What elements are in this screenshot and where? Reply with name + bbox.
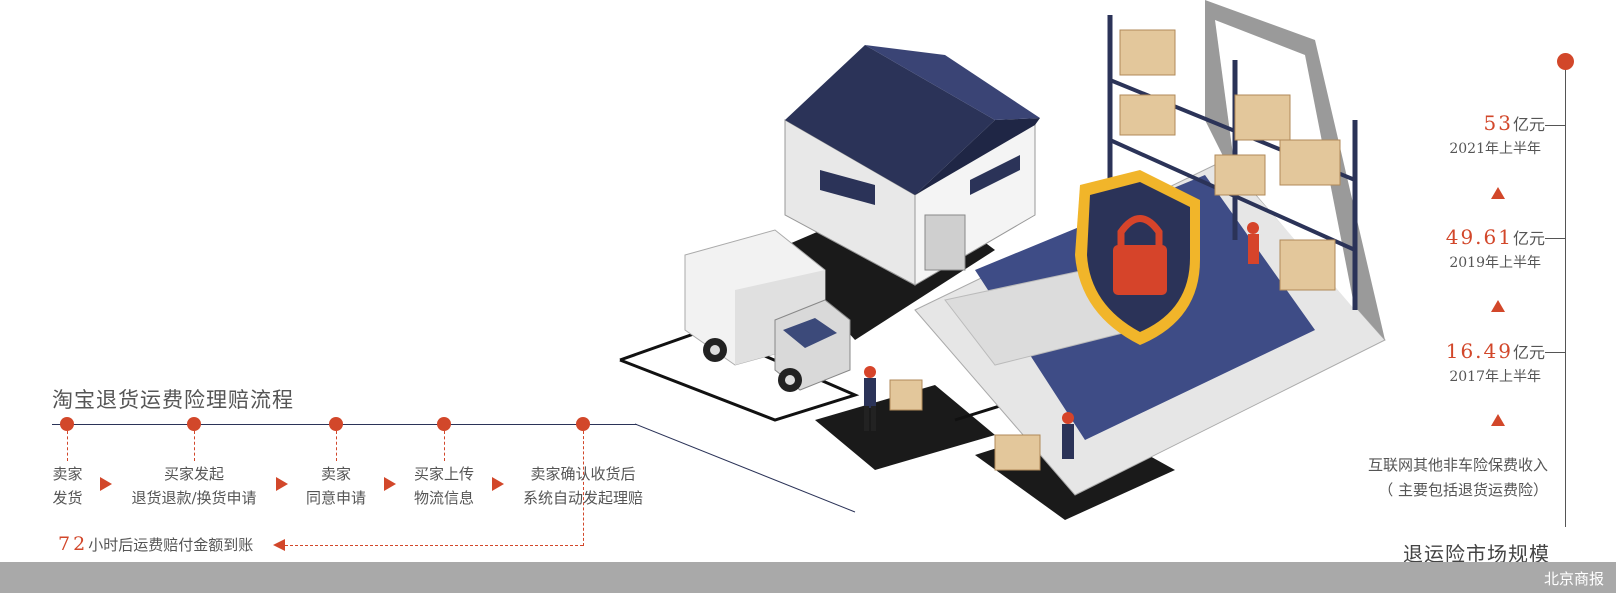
step-4-line2: 物流信息: [413, 489, 474, 507]
step-1-line2: 发货: [52, 489, 83, 507]
market-tick-1: [1545, 125, 1565, 126]
step-4-line1: 买家上传: [413, 465, 474, 483]
market-unit-3: 亿元: [1512, 343, 1545, 362]
market-unit-1: 亿元: [1512, 115, 1545, 134]
shield-lock-icon: [1075, 170, 1200, 345]
logistics-illustration: [619, 0, 1386, 520]
payout-arrow: [273, 539, 285, 551]
market-value-2: 49.61: [1445, 225, 1513, 249]
worker-icon: [864, 222, 1259, 471]
step-dot-3: [329, 417, 343, 431]
timeline-connector: [634, 423, 856, 513]
payout-value: 72: [58, 533, 89, 555]
step-stem-5: [583, 431, 584, 546]
market-period-1: 2021年上半年: [1449, 141, 1541, 157]
market-axis: [1565, 60, 1566, 527]
growth-arrow-1: [1491, 187, 1505, 199]
step-4: 买家上传 物流信息: [408, 462, 480, 510]
step-dot-5: [576, 417, 590, 431]
step-arrow-1: [100, 477, 112, 491]
market-tick-2: [1545, 238, 1565, 239]
step-dot-1: [60, 417, 74, 431]
market-note-line2: （ 主要包括退货运费险）: [1378, 481, 1548, 499]
footer-brand: 北京商报: [1543, 570, 1604, 588]
warehouse-icon: [784, 45, 1040, 286]
step-1-line1: 卖家: [52, 465, 83, 483]
process-title: 淘宝退货运费险理赔流程: [52, 388, 294, 412]
step-stem-4: [444, 431, 445, 461]
step-3-line1: 卖家: [320, 465, 351, 483]
step-3-line2: 同意申请: [305, 489, 366, 507]
step-5: 卖家确认收货后 系统自动发起理赔: [518, 462, 648, 510]
payout-text: 小时后运费赔付金额到账: [88, 536, 254, 554]
market-tick-3: [1545, 352, 1565, 353]
step-2-line2: 退货退款/换货申请: [131, 489, 257, 507]
payout-return-line: [285, 545, 583, 546]
market-period-2: 2019年上半年: [1449, 255, 1541, 271]
step-arrow-4: [492, 477, 504, 491]
market-top-dot: [1557, 53, 1574, 70]
step-2-line1: 买家发起: [163, 465, 224, 483]
market-value-3: 16.49: [1445, 339, 1513, 363]
step-stem-1: [67, 431, 68, 461]
shelf-icon: [1107, 15, 1358, 310]
truck-icon: [684, 229, 851, 392]
market-unit-2: 亿元: [1512, 229, 1545, 248]
market-period-3: 2017年上半年: [1449, 369, 1541, 385]
market-note: 互联网其他非车险保费收入 （ 主要包括退货运费险）: [1330, 453, 1548, 503]
step-stem-3: [336, 431, 337, 461]
step-stem-2: [194, 431, 195, 461]
market-point-2: 49.61亿元 2019年上半年: [1400, 225, 1545, 272]
step-3: 卖家 同意申请: [300, 462, 372, 510]
market-point-3: 16.49亿元 2017年上半年: [1400, 339, 1545, 386]
growth-arrow-2: [1491, 300, 1505, 312]
step-2: 买家发起 退货退款/换货申请: [124, 462, 264, 510]
market-point-1: 53亿元 2021年上半年: [1400, 111, 1545, 158]
timeline-line: [52, 424, 637, 425]
growth-arrow-3: [1491, 414, 1505, 426]
footer-bar: [0, 562, 1616, 593]
step-dot-2: [187, 417, 201, 431]
step-5-line1: 卖家确认收货后: [530, 465, 636, 483]
market-note-line1: 互联网其他非车险保费收入: [1367, 456, 1548, 474]
step-5-line2: 系统自动发起理赔: [522, 489, 643, 507]
market-value-1: 53: [1483, 111, 1513, 135]
step-1: 卖家 发货: [45, 462, 90, 510]
step-arrow-2: [276, 477, 288, 491]
payout-label: 72小时后运费赔付金额到账: [58, 533, 253, 555]
step-dot-4: [437, 417, 451, 431]
step-arrow-3: [384, 477, 396, 491]
